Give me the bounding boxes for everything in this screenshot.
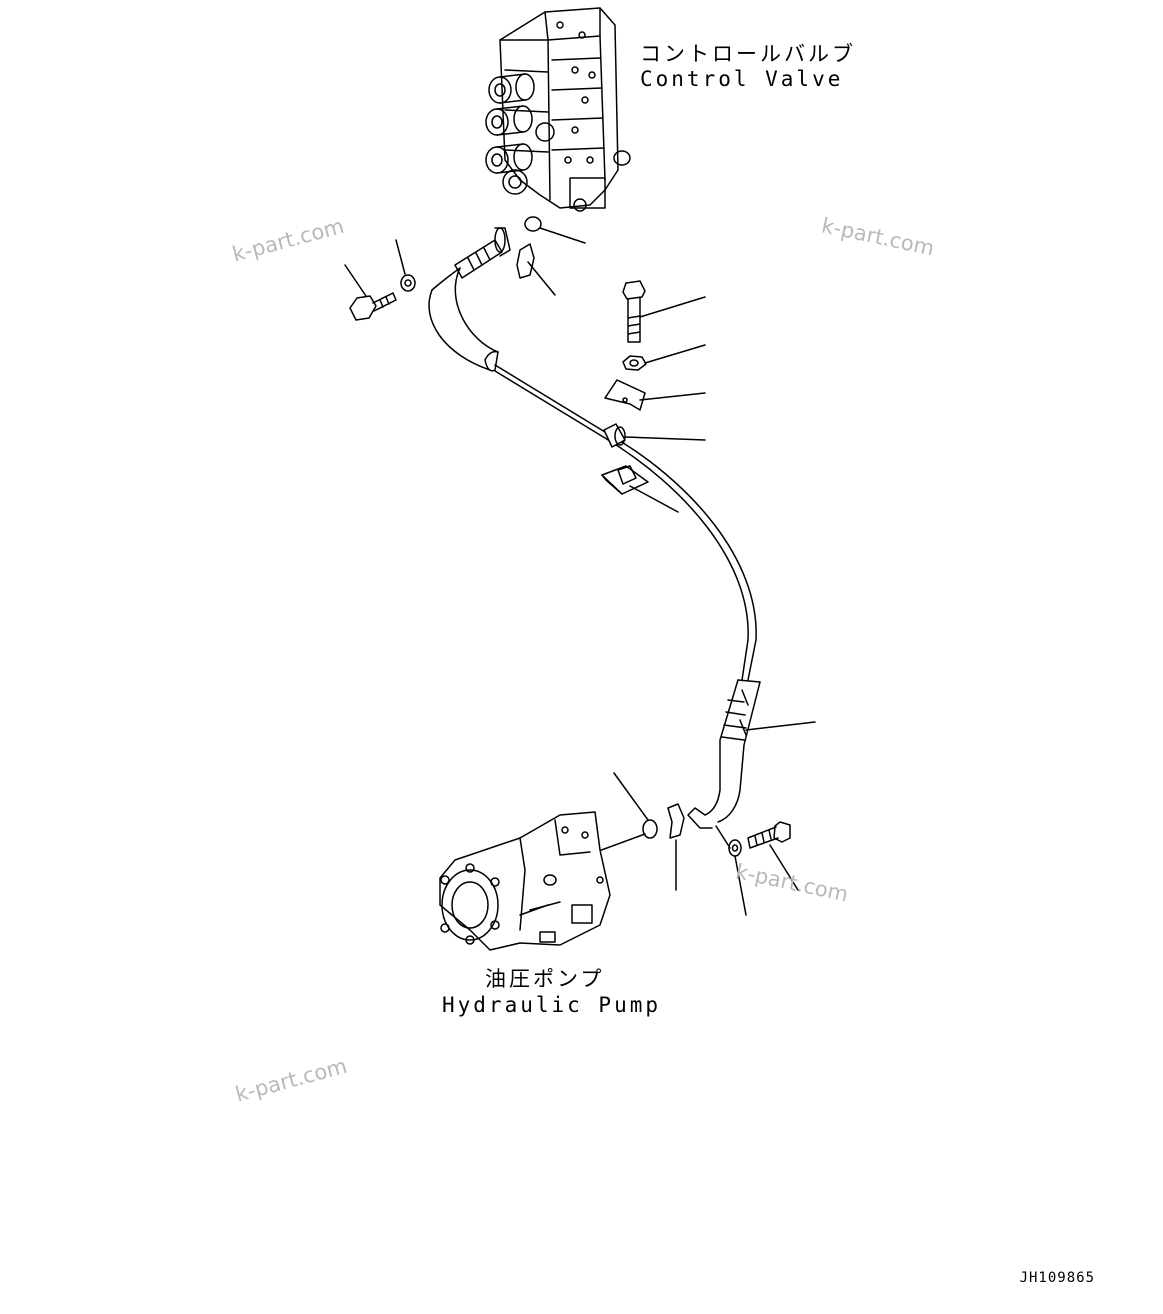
washer-lower — [729, 840, 741, 856]
washer-upper-left — [401, 275, 415, 291]
bolt-right — [623, 281, 645, 342]
drawing-code: JH109865 — [1019, 1270, 1095, 1286]
control-valve-label-en: Control Valve — [640, 67, 844, 91]
hose-fitting-upper — [455, 228, 510, 278]
bolt-lower — [748, 822, 790, 848]
split-flange-lower — [668, 804, 684, 838]
control-valve — [486, 8, 630, 211]
washer-right — [623, 356, 646, 370]
clamp-plate-lower — [602, 466, 648, 494]
hose-long — [495, 365, 756, 680]
o-ring-upper — [525, 217, 541, 231]
hose-lower — [688, 680, 760, 828]
hydraulic-pump-label-jp: 油圧ポンプ — [485, 967, 605, 991]
clamp-plate-upper — [605, 380, 645, 410]
hydraulic-pump-label-en: Hydraulic Pump — [442, 993, 662, 1017]
clamp-cushion — [604, 424, 625, 447]
hydraulic-pump — [440, 812, 610, 950]
control-valve-label-jp: コントロールバルブ — [640, 42, 856, 66]
o-ring-lower — [643, 820, 657, 838]
bolt-upper-left — [350, 293, 396, 320]
hose-upper — [429, 268, 498, 370]
split-flange-upper — [517, 244, 534, 278]
